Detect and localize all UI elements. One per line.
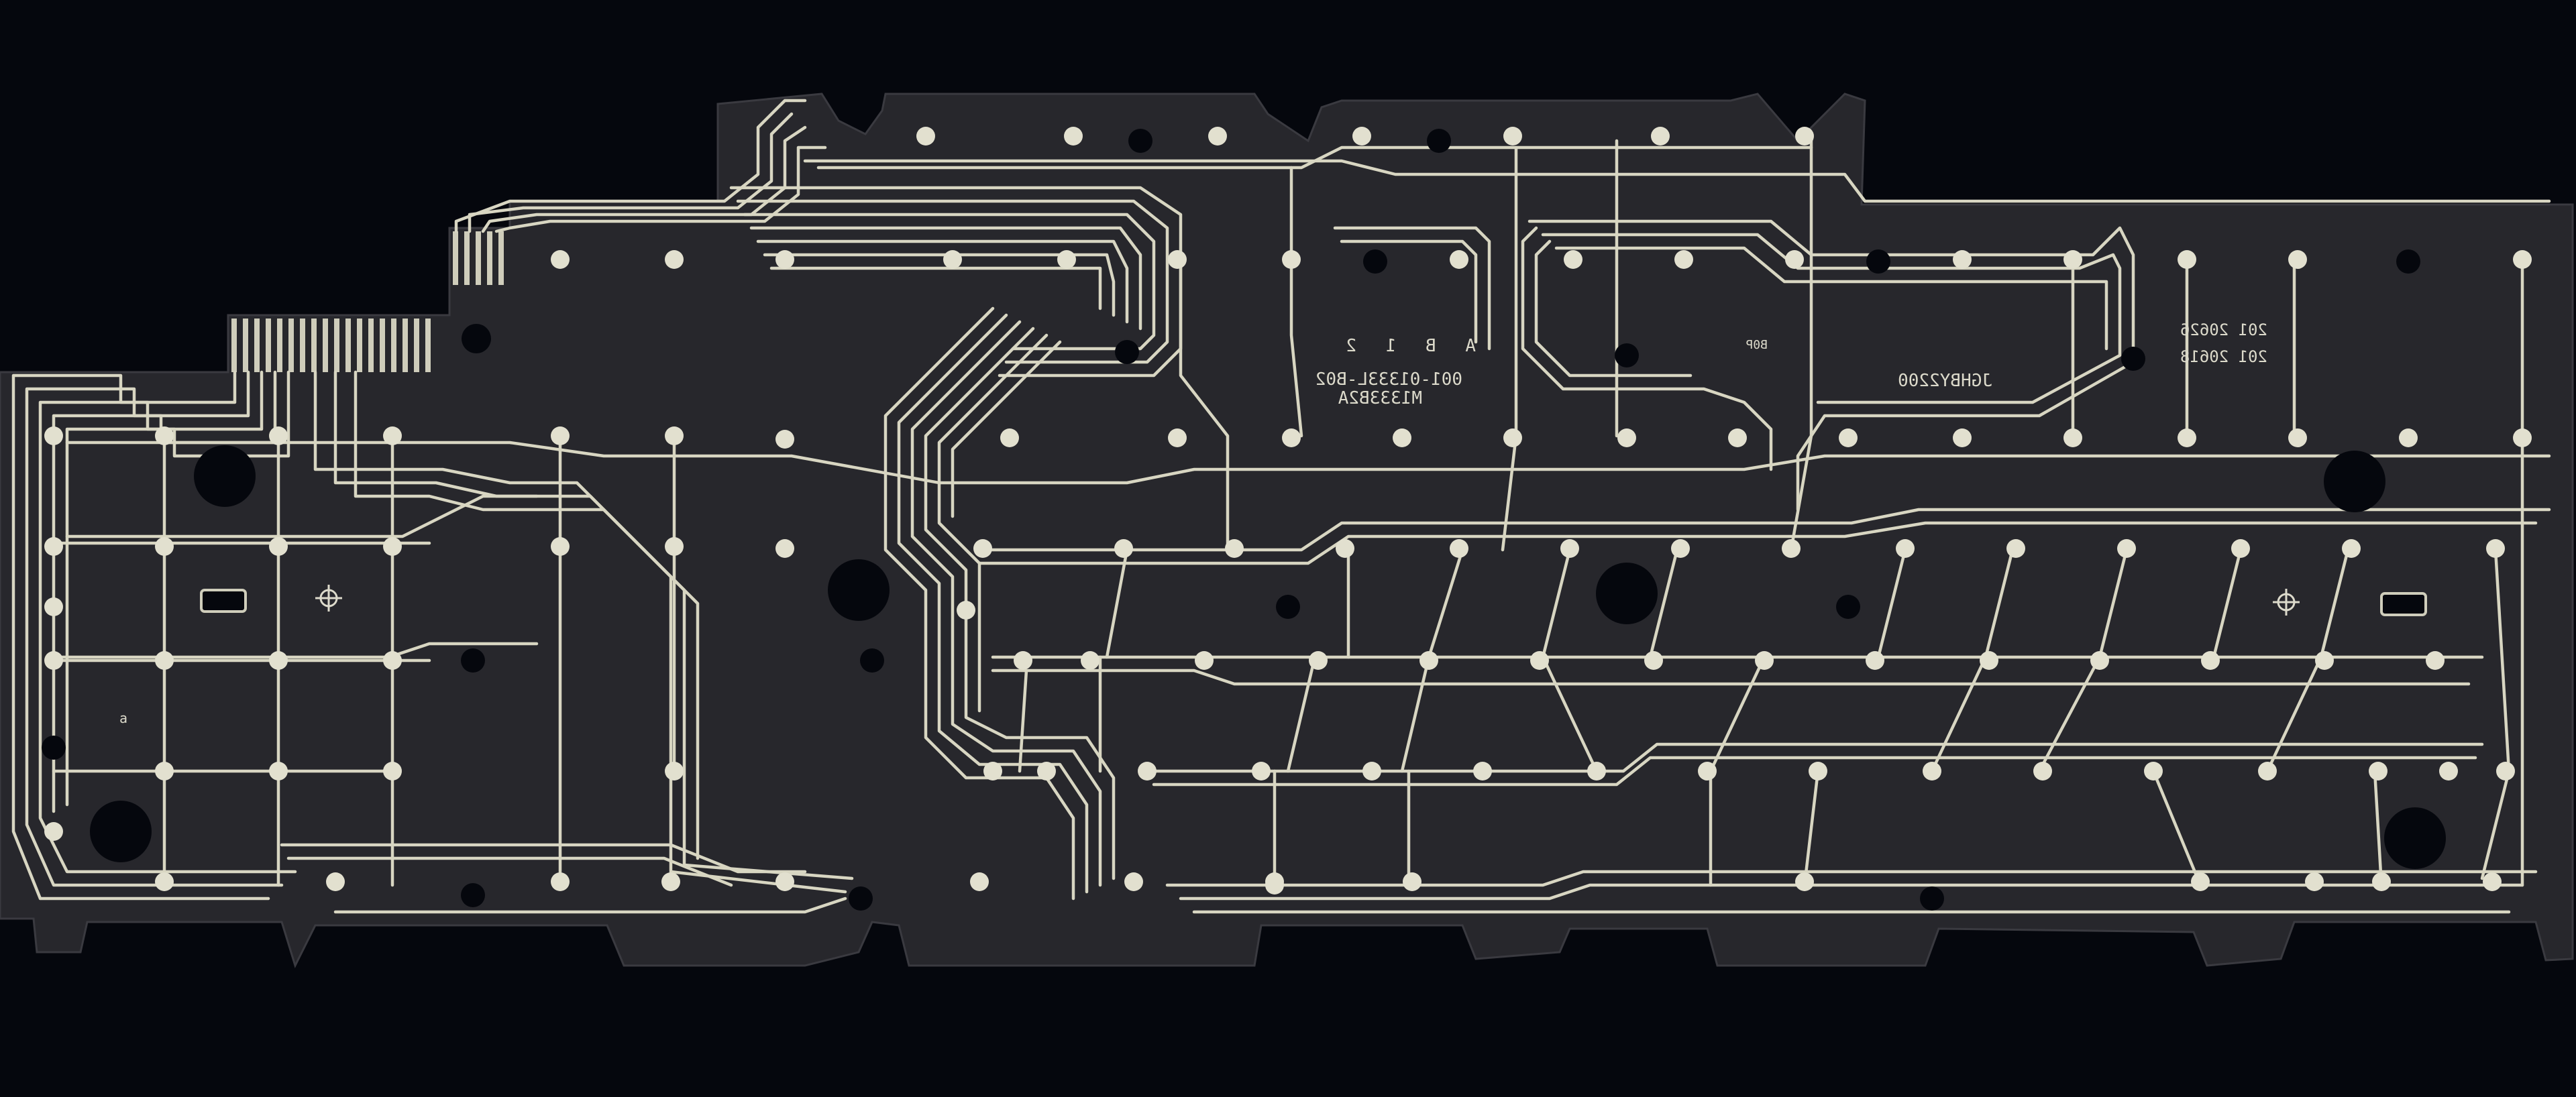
registration-marks: [315, 585, 2300, 616]
printed-markings: A B 1 2 001-01333L-B02 M1333B2A JGHBY220…: [119, 321, 2267, 726]
small-marking: B0P: [1746, 338, 1768, 352]
rev-marking: A B 1 2: [1336, 336, 1476, 356]
part-number-marking: 001-01333L-B02: [1316, 369, 1462, 390]
date-marking-2: 201 20618: [2180, 347, 2267, 366]
ribbon-connector: [231, 231, 504, 372]
contact-pads: [44, 127, 2532, 894]
mounting-holes: [42, 129, 2446, 911]
model-marking: M1333B2A: [1338, 388, 1422, 408]
corner-marking: a: [119, 710, 127, 726]
date-marking-1: 201 20626: [2180, 321, 2267, 339]
code-marking: JGHBY2200: [1898, 371, 1992, 391]
membrane-board: [0, 93, 2574, 969]
